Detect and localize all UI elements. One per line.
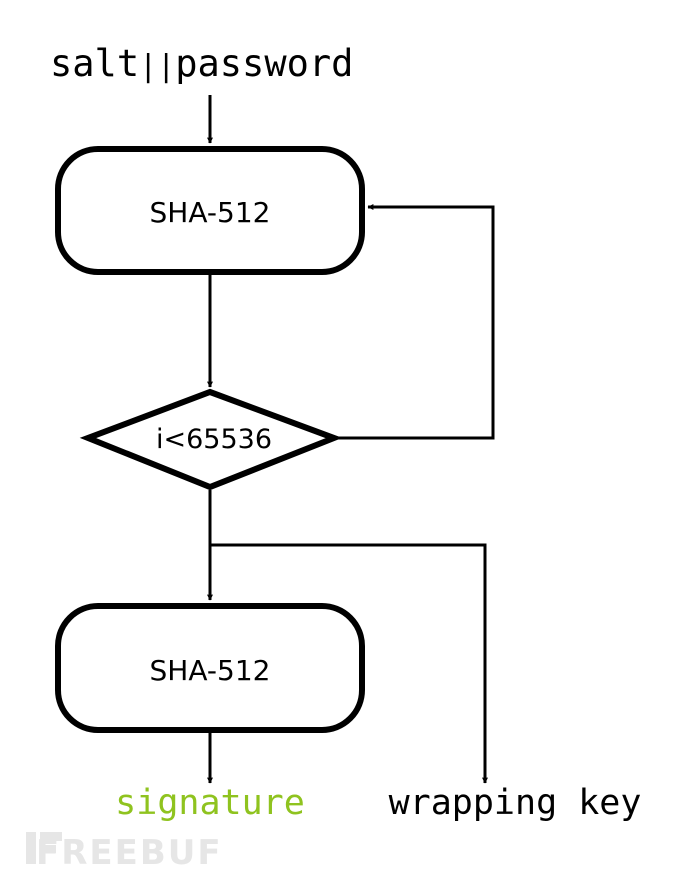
input-password: password — [175, 42, 353, 85]
hash-box-2: SHA-512 — [55, 603, 365, 733]
output-signature: signature — [115, 783, 305, 823]
arrow-to-wrapping-key — [210, 543, 488, 784]
watermark: FREEBUF — [26, 832, 223, 873]
freebuf-logo-icon — [26, 832, 62, 864]
watermark-text: FREEBUF — [36, 833, 223, 873]
input-salt: salt — [50, 42, 139, 85]
input-separator: || — [139, 49, 175, 84]
decision-diamond: i<65536 — [79, 388, 343, 491]
input-label: salt||password — [50, 42, 353, 85]
hash-box-2-label: SHA-512 — [150, 654, 271, 687]
hash-box-1-label: SHA-512 — [150, 196, 271, 229]
output-wrapping-key: wrapping key — [389, 783, 642, 823]
arrow-loop-back — [336, 204, 495, 440]
decision-label: i<65536 — [156, 424, 272, 455]
hash-box-1: SHA-512 — [55, 146, 365, 275]
svg-text:salt||password: salt||password — [50, 42, 353, 85]
